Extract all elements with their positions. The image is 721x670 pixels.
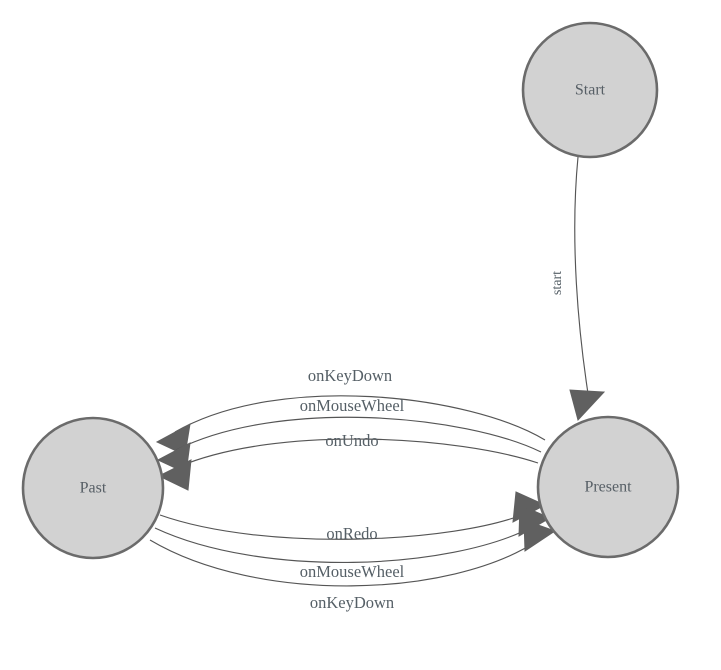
arrowhead-past-present-onkeydown <box>523 519 557 552</box>
edge-path-present-past-onmousewheel <box>175 416 542 453</box>
edge-path-past-present-onmousewheel <box>154 526 533 563</box>
edge-label-onmousewheel-bottom: onMouseWheel <box>300 562 405 581</box>
edge-path-present-past-onkeydown <box>174 395 546 441</box>
edge-path-past-present-onkeydown <box>149 539 538 587</box>
arrowhead-start-present <box>569 389 606 422</box>
edge-path-past-present-onredo <box>159 512 528 540</box>
node-present[interactable]: Present <box>536 415 680 559</box>
edge-start-to-present[interactable] <box>569 156 606 422</box>
node-present-label: Present <box>584 479 632 496</box>
edge-label-onundo: onUndo <box>325 431 378 450</box>
edge-label-onkeydown-top: onKeyDown <box>308 366 392 385</box>
node-present-circle <box>536 415 680 559</box>
edge-label-start: start <box>550 271 565 295</box>
node-past-label: Past <box>80 480 107 497</box>
node-past[interactable]: Past <box>21 416 165 560</box>
edge-label-onkeydown-bottom: onKeyDown <box>310 593 394 612</box>
node-start-circle <box>521 21 659 159</box>
edge-path-present-past-onundo <box>177 438 539 468</box>
node-past-circle <box>21 416 165 560</box>
edge-present-to-past-onundo[interactable] <box>157 438 539 491</box>
edge-past-to-present-onkeydown[interactable] <box>149 519 557 587</box>
edge-path-start-present <box>574 156 590 401</box>
node-start-label: Start <box>575 82 606 99</box>
arrowhead-present-past-onundo <box>157 459 192 491</box>
node-start[interactable]: Start <box>521 21 659 159</box>
edge-label-onmousewheel-top: onMouseWheel <box>300 396 405 415</box>
edge-label-onredo: onRedo <box>326 524 377 543</box>
